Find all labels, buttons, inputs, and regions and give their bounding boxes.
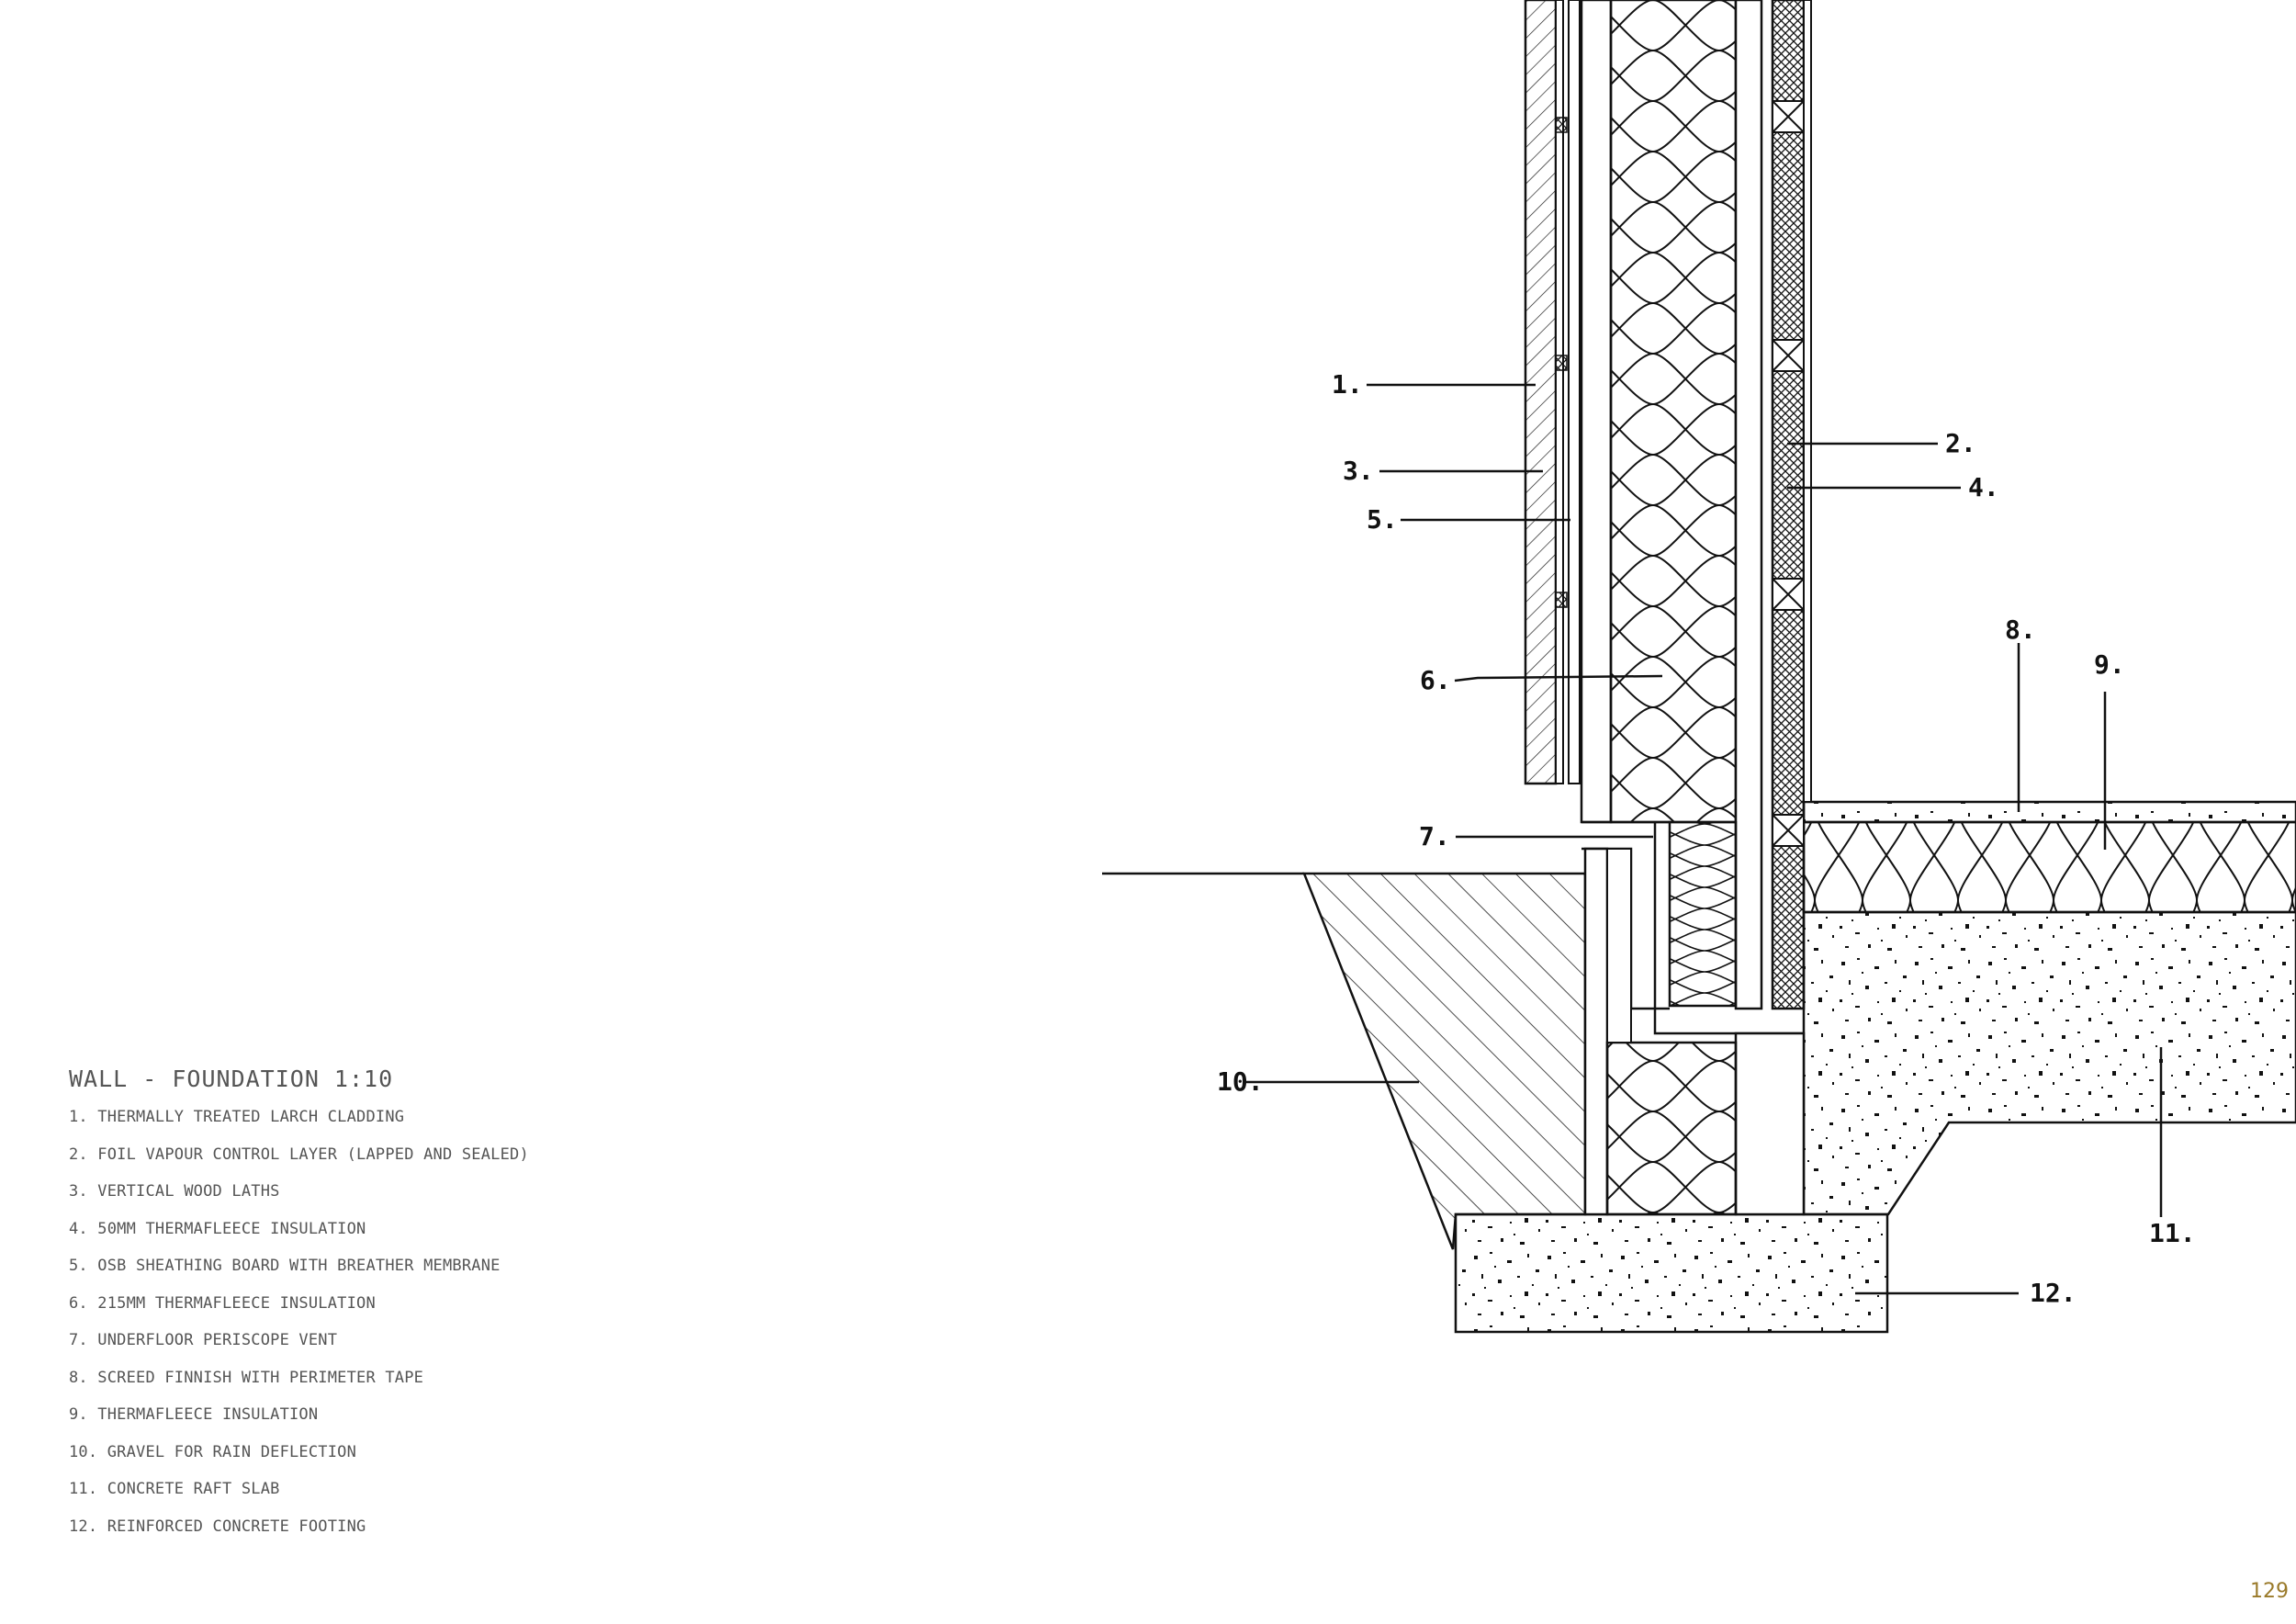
legend-item: 2. FOIL VAPOUR CONTROL LAYER (LAPPED AND… <box>69 1145 529 1164</box>
legend-item: 3. VERTICAL WOOD LATHS <box>69 1182 280 1201</box>
legend-item: 10. GRAVEL FOR RAIN DEFLECTION <box>69 1442 357 1461</box>
sole-plate-insulation <box>1668 820 1738 1008</box>
inner-frame-stud <box>1734 0 1763 1010</box>
outer-frame-stud <box>1580 0 1613 824</box>
cavity-batten <box>1555 355 1568 371</box>
legend: WALL - FOUNDATION 1:10 1. THERMALLY TREA… <box>69 1066 804 1554</box>
thermafleece-50mm <box>1771 0 1806 1010</box>
callout-4: 4. <box>1968 472 1999 502</box>
leader-line-6 <box>1454 674 1663 682</box>
legend-item: 6. 215MM THERMAFLEECE INSULATION <box>69 1293 376 1313</box>
service-batten-cross <box>1772 814 1805 847</box>
legend-item: 5. OSB SHEATHING BOARD WITH BREATHER MEM… <box>69 1257 501 1275</box>
wood-lath <box>1555 0 1564 784</box>
cavity-batten <box>1555 117 1568 133</box>
cavity-batten <box>1555 592 1568 608</box>
callout-2: 2. <box>1945 428 1976 458</box>
callout-12: 12. <box>2030 1278 2077 1308</box>
callout-5: 5. <box>1367 504 1398 535</box>
callout-7: 7. <box>1419 821 1450 851</box>
callout-11: 11. <box>2149 1218 2196 1248</box>
service-batten-cross <box>1772 578 1805 611</box>
legend-item: 7. UNDERFLOOR PERISCOPE VENT <box>69 1331 338 1349</box>
legend-item: 4. 50MM THERMAFLEECE INSULATION <box>69 1219 366 1238</box>
larch-cladding <box>1524 0 1558 785</box>
service-batten-cross <box>1772 100 1805 133</box>
osb-sheathing <box>1568 0 1581 784</box>
floor-screed <box>1802 800 2296 824</box>
upstand-inner-leaf <box>1734 1032 1806 1216</box>
legend-item: 12. REINFORCED CONCRETE FOOTING <box>69 1517 366 1536</box>
upstand-void <box>1606 848 1632 1043</box>
callout-9: 9. <box>2094 649 2125 680</box>
concrete-raft-slab <box>1802 910 2296 1216</box>
legend-item: 1. THERMALLY TREATED LARCH CLADDING <box>69 1108 405 1126</box>
legend-title: WALL - FOUNDATION 1:10 <box>69 1066 394 1092</box>
upstand-insulation <box>1605 1041 1738 1216</box>
concrete-footing <box>1454 1212 1889 1334</box>
service-batten-cross <box>1772 339 1805 372</box>
callout-1: 1. <box>1332 369 1363 400</box>
page-number: 129 <box>2250 1580 2289 1603</box>
callout-3: 3. <box>1343 456 1374 486</box>
callout-6: 6. <box>1420 665 1451 695</box>
legend-item: 11. CONCRETE RAFT SLAB <box>69 1480 280 1498</box>
callout-10: 10. <box>1217 1066 1264 1097</box>
legend-item: 8. SCREED FINNISH WITH PERIMETER TAPE <box>69 1368 424 1387</box>
vapour-control-layer <box>1803 0 1812 803</box>
legend-list: 1. THERMALLY TREATED LARCH CLADDING 2. F… <box>69 1108 804 1554</box>
legend-item: 9. THERMAFLEECE INSULATION <box>69 1405 319 1424</box>
upstand-outer-leaf <box>1583 847 1609 1216</box>
floor-insulation <box>1802 820 2296 914</box>
thermafleece-215mm <box>1609 0 1738 824</box>
gravel-wedge <box>1302 872 1587 1250</box>
callout-8: 8. <box>2005 615 2036 645</box>
